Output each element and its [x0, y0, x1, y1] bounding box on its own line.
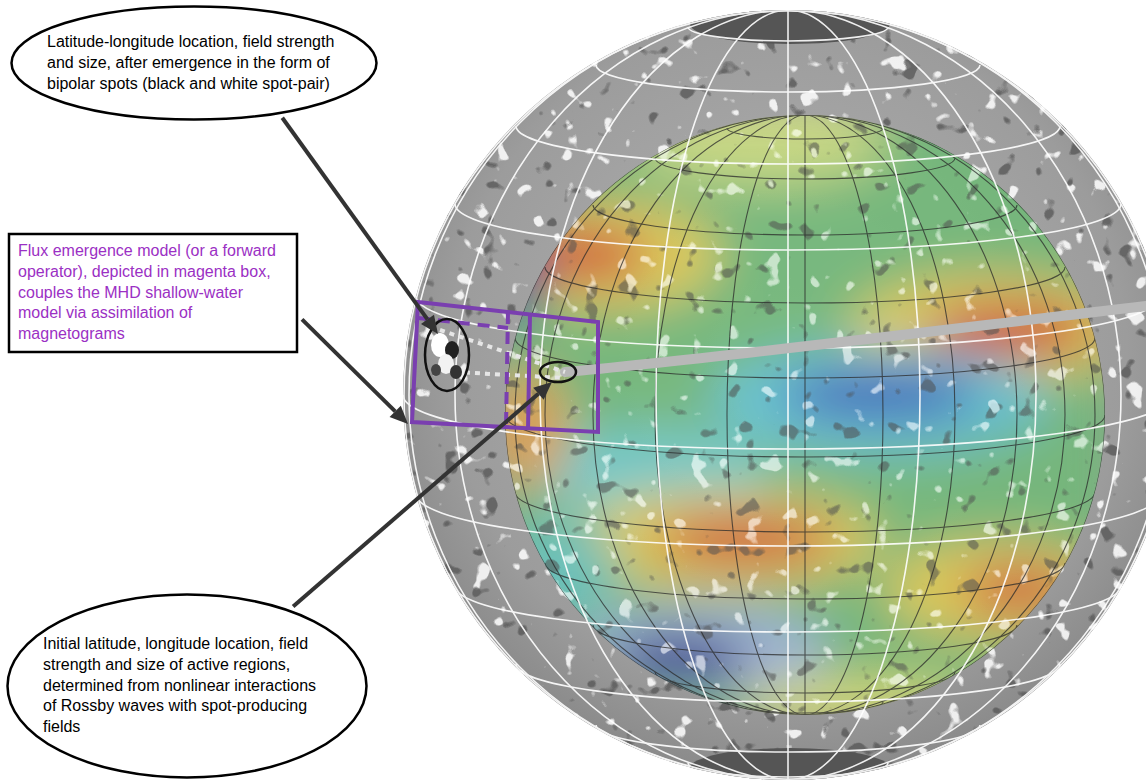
- callout-text-block: Initial latitude, longitude location, fi…: [43, 634, 332, 738]
- callout-ellipse: Initial latitude, longitude location, fi…: [6, 593, 368, 779]
- callout-text: Initial latitude, longitude location, fi…: [43, 634, 332, 738]
- leader-arrowhead: [390, 406, 408, 424]
- leader-arrowhead: [421, 315, 438, 334]
- leader-line: [302, 319, 395, 411]
- dotted-trace: [440, 330, 565, 378]
- rect-shape: [9, 234, 297, 352]
- outer-grid: [403, 10, 1146, 780]
- inner-grid: [505, 115, 1105, 715]
- flux-emergence-box: [412, 302, 598, 432]
- callout-box: Flux emergence model (or a forward opera…: [8, 233, 298, 353]
- callout-text-block: Latitude-longitude location, field stren…: [47, 32, 341, 94]
- callout-text-block: Flux emergence model (or a forward opera…: [18, 241, 288, 345]
- ellipse-shape: [8, 595, 367, 778]
- ellipse-shape: [12, 7, 377, 120]
- leader-line: [293, 394, 538, 607]
- leader-line: [282, 118, 427, 320]
- callout-ellipse: Latitude-longitude location, field stren…: [10, 5, 378, 121]
- callout-text: Flux emergence model (or a forward opera…: [18, 241, 288, 345]
- leader-arrowhead: [533, 382, 552, 400]
- initial-location-ring: [540, 362, 576, 382]
- callout-text: Latitude-longitude location, field stren…: [47, 32, 341, 94]
- flux-tube-streak: [565, 306, 1146, 372]
- magnetogram-sphere: [400, 4, 1146, 783]
